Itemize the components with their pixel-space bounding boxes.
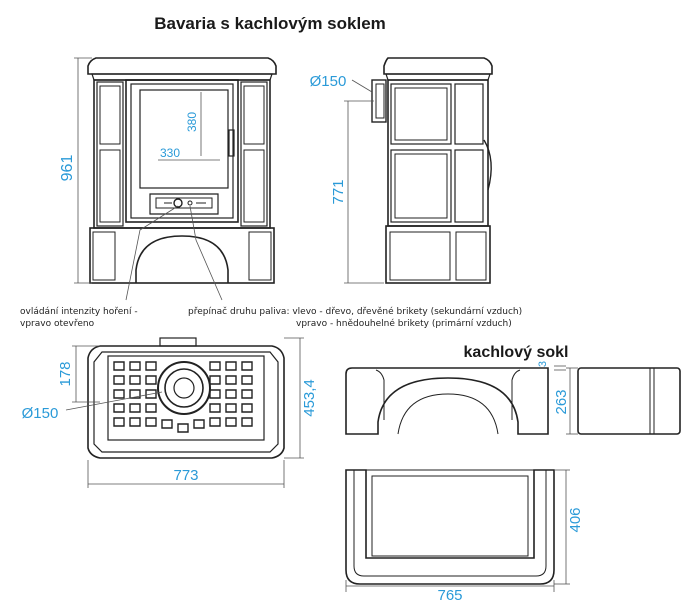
door-height-dim: 380 (185, 112, 199, 132)
sokl-side-view (566, 367, 681, 435)
note-right-1: přepínač druhu paliva: vlevo - dřevo, dř… (188, 306, 522, 317)
sokl-title: kachlový sokl (464, 344, 569, 361)
sokl-depth-dim: 406 (567, 507, 584, 532)
note-left-1: ovládání intenzity hoření - (20, 307, 138, 317)
sokl-width-dim: 765 (437, 587, 462, 604)
grate-pattern (113, 361, 253, 433)
top-flue-dim: Ø150 (22, 405, 59, 422)
sokl-top-view (345, 469, 570, 592)
sokl-height-dim: 263 (553, 389, 570, 414)
side-view (344, 57, 493, 284)
page-title: Bavaria s kachlovým soklem (154, 14, 386, 33)
note-right-2: vpravo - hnědouhelné brikety (primární v… (296, 318, 512, 329)
sokl-front-view (345, 365, 566, 435)
front-view (74, 57, 277, 301)
side-height-dim: 771 (330, 179, 347, 204)
top-view (65, 337, 304, 488)
front-height-dim: 961 (59, 155, 76, 182)
sokl-gap-dim: 3 (537, 361, 549, 367)
side-flue-dim: Ø150 (310, 73, 347, 90)
note-left-2: vpravo otevřeno (20, 319, 95, 329)
top-width-dim: 773 (173, 467, 198, 484)
top-depth-dim: 178 (57, 361, 74, 386)
top-total-dim: 453,4 (301, 379, 318, 417)
door-width-dim: 330 (160, 146, 180, 160)
